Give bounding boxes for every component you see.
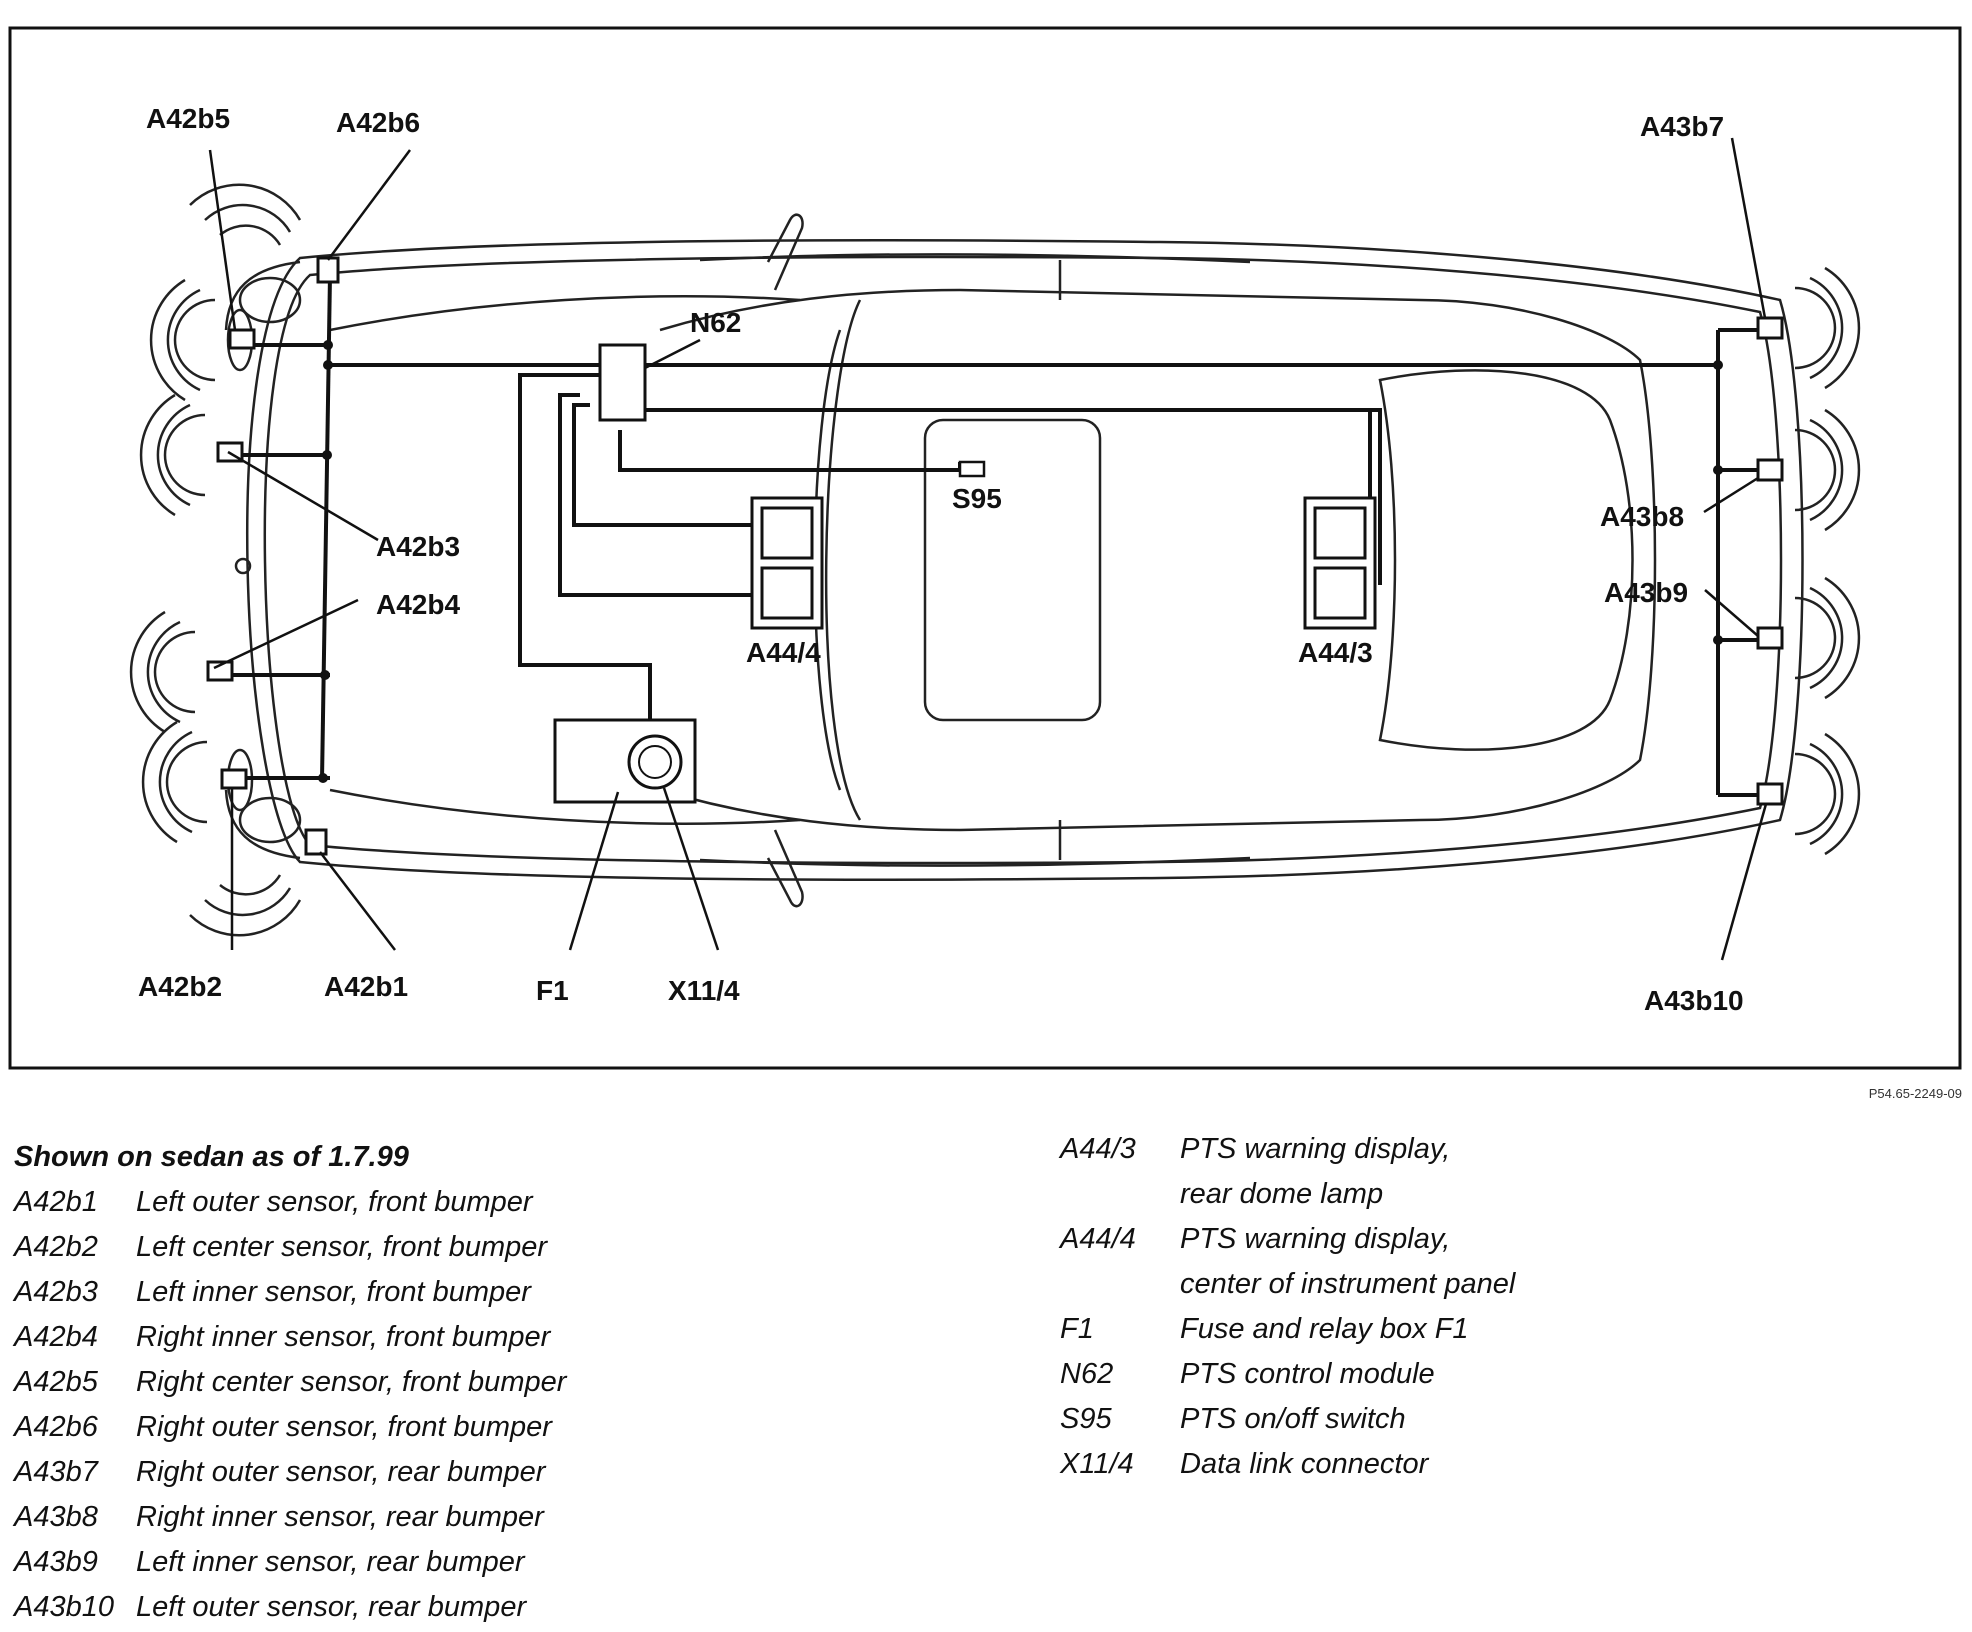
- sensors: [206, 256, 1784, 856]
- a44-3-display: [1303, 496, 1377, 630]
- legend-row: X11/4 Data link connector: [1060, 1442, 1940, 1487]
- legend-desc: center of instrument panel: [1180, 1268, 1516, 1300]
- junction-dots: [318, 340, 1723, 783]
- legend-code: A43b10: [14, 1591, 114, 1623]
- label-a42b6: A42b6: [336, 107, 420, 138]
- legend-code: A44/3: [1060, 1133, 1136, 1165]
- legend-desc: rear dome lamp: [1180, 1178, 1384, 1210]
- label-a44-4: A44/4: [746, 637, 821, 668]
- wiring-diagram: A42b5 A42b6 A42b3 A42b4 A42b2 A42b1 N62 …: [8, 26, 1962, 1070]
- label-s95: S95: [952, 483, 1002, 514]
- legend-row: A43b9 Left inner sensor, rear bumper: [14, 1540, 754, 1585]
- legend-row: A42b2 Left center sensor, front bumper: [14, 1225, 754, 1270]
- legend-row: A42b6 Right outer sensor, front bumper: [14, 1405, 754, 1450]
- label-a42b2: A42b2: [138, 971, 222, 1002]
- leader-lines: [208, 137, 1768, 961]
- legend-code: A43b9: [14, 1546, 98, 1578]
- legend-code: A44/4: [1060, 1223, 1136, 1255]
- legend-code: A42b3: [14, 1276, 98, 1308]
- legend-code: A42b6: [14, 1411, 98, 1443]
- reference-code: P54.65-2249-09: [1868, 1086, 1962, 1101]
- legend-desc: PTS warning display,: [1180, 1133, 1451, 1165]
- legend-row: A43b10 Left outer sensor, rear bumper: [14, 1585, 754, 1630]
- legend-desc: PTS on/off switch: [1180, 1403, 1406, 1435]
- label-a43b10: A43b10: [1644, 985, 1744, 1016]
- legend-desc: PTS control module: [1180, 1358, 1435, 1390]
- sensor-a42b4: [206, 660, 234, 682]
- legend-code: S95: [1060, 1403, 1112, 1435]
- legend-desc: Data link connector: [1180, 1448, 1429, 1480]
- legend-code: X11/4: [1060, 1448, 1134, 1480]
- diagram-frame: [8, 26, 1962, 1070]
- x11-4-connector-inner: [638, 745, 672, 779]
- sensor-a42b5: [228, 328, 256, 350]
- legend-desc: Left outer sensor, rear bumper: [136, 1591, 527, 1623]
- sensor-a43b9: [1756, 626, 1784, 650]
- legend-desc: Right outer sensor, front bumper: [136, 1411, 552, 1443]
- sensor-a43b8: [1756, 458, 1784, 482]
- label-a42b5: A42b5: [146, 103, 230, 134]
- n62-module: [598, 343, 647, 422]
- sensor-waves: [129, 183, 1861, 937]
- label-x11-4: X11/4: [668, 975, 740, 1006]
- label-a42b1: A42b1: [324, 971, 408, 1002]
- legend-desc: Right inner sensor, rear bumper: [136, 1501, 544, 1533]
- legend-row: A43b8 Right inner sensor, rear bumper: [14, 1495, 754, 1540]
- sensor-a43b10: [1756, 782, 1784, 806]
- legend-row: A42b1 Left outer sensor, front bumper: [14, 1180, 754, 1225]
- legend-desc: Left inner sensor, rear bumper: [136, 1546, 525, 1578]
- legend-code: A42b1: [14, 1186, 98, 1218]
- sensor-a42b1: [304, 828, 328, 856]
- legend-code: N62: [1060, 1358, 1114, 1390]
- label-f1: F1: [536, 975, 569, 1006]
- sensor-a42b2: [220, 768, 248, 790]
- label-a42b3: A42b3: [376, 531, 460, 562]
- legend-code: A42b2: [14, 1231, 98, 1263]
- legend-code: A43b8: [14, 1501, 98, 1533]
- legend-desc: Left center sensor, front bumper: [136, 1231, 548, 1263]
- legend-desc: PTS warning display,: [1180, 1223, 1451, 1255]
- label-a42b4: A42b4: [376, 589, 460, 620]
- legend-row: A44/3 PTS warning display,: [1060, 1127, 1940, 1172]
- car-outline: [224, 213, 1804, 908]
- wiring-harness: [230, 274, 1760, 797]
- legend-code: A42b4: [14, 1321, 98, 1353]
- label-a44-3: A44/3: [1298, 637, 1373, 668]
- legend-row: A42b3 Left inner sensor, front bumper: [14, 1270, 754, 1315]
- legend-desc: Right outer sensor, rear bumper: [136, 1456, 546, 1488]
- legend-desc: Left inner sensor, front bumper: [136, 1276, 531, 1308]
- legend-desc: Left outer sensor, front bumper: [136, 1186, 533, 1218]
- legend-code: [1060, 1172, 1180, 1217]
- legend-desc: Right inner sensor, front bumper: [136, 1321, 551, 1353]
- legend-row: F1 Fuse and relay box F1: [1060, 1307, 1940, 1352]
- legend-row: center of instrument panel: [1060, 1262, 1940, 1307]
- label-a43b7: A43b7: [1640, 111, 1724, 142]
- sensor-a43b7: [1756, 316, 1784, 340]
- a44-4-display: [750, 496, 824, 630]
- legend-row: S95 PTS on/off switch: [1060, 1397, 1940, 1442]
- callout-labels: A42b5 A42b6 A42b3 A42b4 A42b2 A42b1 N62 …: [138, 103, 1744, 1016]
- legend-caption: Shown on sedan as of 1.7.99: [14, 1141, 409, 1173]
- s95-switch: [958, 460, 986, 478]
- legend-desc: Right center sensor, front bumper: [136, 1366, 567, 1398]
- legend-code: F1: [1060, 1313, 1094, 1345]
- legend-row: rear dome lamp: [1060, 1172, 1940, 1217]
- legend-code: A42b5: [14, 1366, 98, 1398]
- label-a43b8: A43b8: [1600, 501, 1684, 532]
- legend-row: A42b4 Right inner sensor, front bumper: [14, 1315, 754, 1360]
- label-n62: N62: [690, 307, 741, 338]
- x11-4-connector: [627, 734, 683, 790]
- legend-code: A43b7: [14, 1456, 98, 1488]
- legend-desc: Fuse and relay box F1: [1180, 1313, 1469, 1345]
- legend-row: A44/4 PTS warning display,: [1060, 1217, 1940, 1262]
- label-a43b9: A43b9: [1604, 577, 1688, 608]
- legend-row: A42b5 Right center sensor, front bumper: [14, 1360, 754, 1405]
- legend-row: N62 PTS control module: [1060, 1352, 1940, 1397]
- legend-code: [1060, 1262, 1180, 1307]
- sensor-a42b6: [316, 256, 340, 284]
- legend-row: A43b7 Right outer sensor, rear bumper: [14, 1450, 754, 1495]
